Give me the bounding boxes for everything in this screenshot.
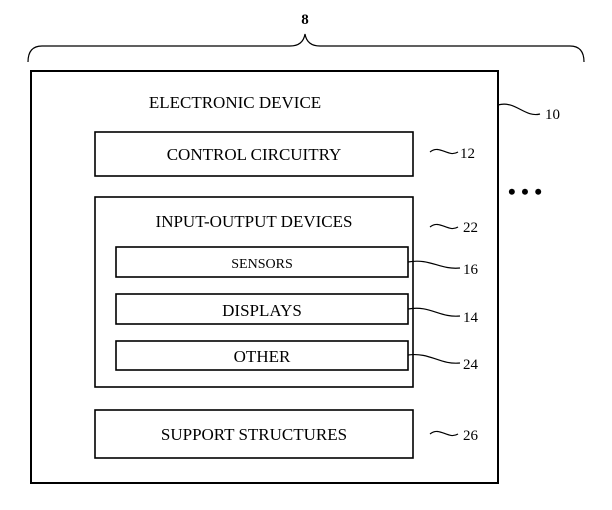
device-label: ELECTRONIC DEVICE (149, 93, 321, 112)
sensors-label: SENSORS (231, 257, 292, 272)
other-leader (407, 353, 461, 364)
other-ref: 24 (463, 357, 479, 373)
support-structures-box (94, 409, 414, 459)
control-circuitry-box (94, 131, 414, 177)
device-leader (497, 103, 541, 116)
displays-ref: 14 (463, 310, 479, 326)
io-devices-label: INPUT-OUTPUT DEVICES (156, 212, 353, 231)
control-circuitry-label: CONTROL CIRCUITRY (167, 145, 342, 164)
control-leader (429, 148, 459, 155)
io-ref: 22 (463, 220, 478, 236)
ellipsis: • • • (508, 179, 542, 204)
io-leader (429, 223, 459, 230)
support-structures-label: SUPPORT STRUCTURES (161, 425, 347, 444)
support-leader (429, 430, 459, 437)
support-ref: 26 (463, 428, 479, 444)
displays-leader (407, 307, 461, 317)
electronic-device-box (30, 70, 499, 484)
other-label: OTHER (234, 347, 291, 366)
device-ref: 10 (545, 107, 560, 123)
io-devices-box (94, 196, 414, 388)
control-ref: 12 (460, 146, 475, 162)
displays-label: DISPLAYS (222, 301, 302, 320)
sensors-ref: 16 (463, 262, 479, 278)
sensors-leader (407, 260, 461, 269)
system-brace (27, 33, 585, 63)
other-box (115, 340, 409, 371)
system-ref: 8 (301, 12, 309, 28)
